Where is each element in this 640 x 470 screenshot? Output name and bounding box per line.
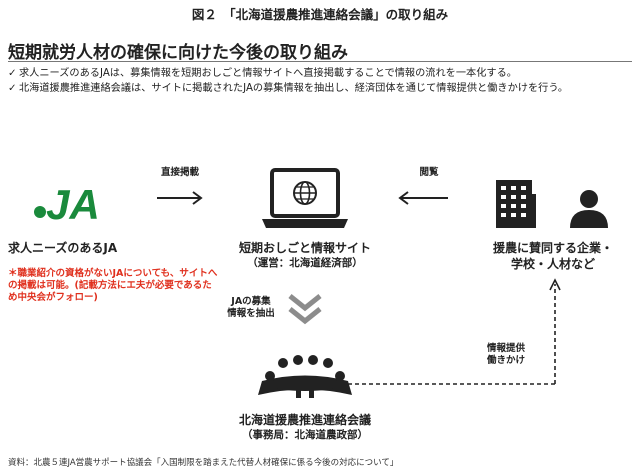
site-label: 短期おしごと情報サイト [238,241,371,255]
figure-title: 図２ 「北海道援農推進連絡会議」の取り組み [191,7,449,22]
ja-label: 求人ニーズのあるJA [8,241,118,255]
ja-note: ＊職業紹介の資格がないJAについても、サイトへの掲載は可能。(記載方法にエ夫が必… [8,268,218,303]
extract-label-1: JAの募集 [231,296,271,307]
site-operator-label: （運営：北海道経済部） [247,257,363,269]
supporters-label-2: 学校・人材など [510,257,595,271]
bullet-text-2: 北海道援農推進連絡会議は、サイトに掲載されたJAの募集情報を抽出し、経済団体を通… [19,83,569,94]
check-icon: ✓ [8,83,17,94]
ja-logo-icon: JA [34,181,100,228]
heading-divider [8,61,632,62]
check-icon: ✓ [8,68,17,79]
meeting-icon [258,355,352,398]
browse-label: 閲覧 [419,167,439,178]
person-icon [570,190,608,228]
extract-label-2: 情報を抽出 [227,308,275,319]
section-heading: 短期就労人材の確保に向けた今後の取り組み [8,43,348,63]
provide-info-connector [348,278,561,385]
bullet-item-1: ✓求人ニーズのあるJAは、募集情報を短期おしごと情報サイトへ直接掲載することで情… [8,67,634,80]
direct-post-arrow [157,191,203,205]
browse-arrow [398,191,448,205]
bullet-text-1: 求人ニーズのあるJAは、募集情報を短期おしごと情報サイトへ直接掲載することで情報… [19,68,517,79]
council-secretariat-label: （事務局：北海道農政部） [242,429,368,441]
ja-logo-text: JA [46,181,100,228]
chevron-down-icon [288,294,322,325]
supporters-label: 援農に賛同する企業・ [492,241,613,255]
laptop-icon [262,168,348,228]
council-label: 北海道援農推進連絡会議 [238,413,371,427]
direct-post-label: 直接掲載 [160,167,199,178]
building-icon [496,180,536,228]
provide-label-1: 情報提供 [486,343,525,354]
source-note: 資料：北農５連JA営農サポート協議会「入国制限を踏まえた代替人材確保に係る今後の… [8,458,399,468]
provide-label-2: 働きかけ [486,355,525,366]
bullet-item-2: ✓北海道援農推進連絡会議は、サイトに掲載されたJAの募集情報を抽出し、経済団体を… [8,82,634,95]
